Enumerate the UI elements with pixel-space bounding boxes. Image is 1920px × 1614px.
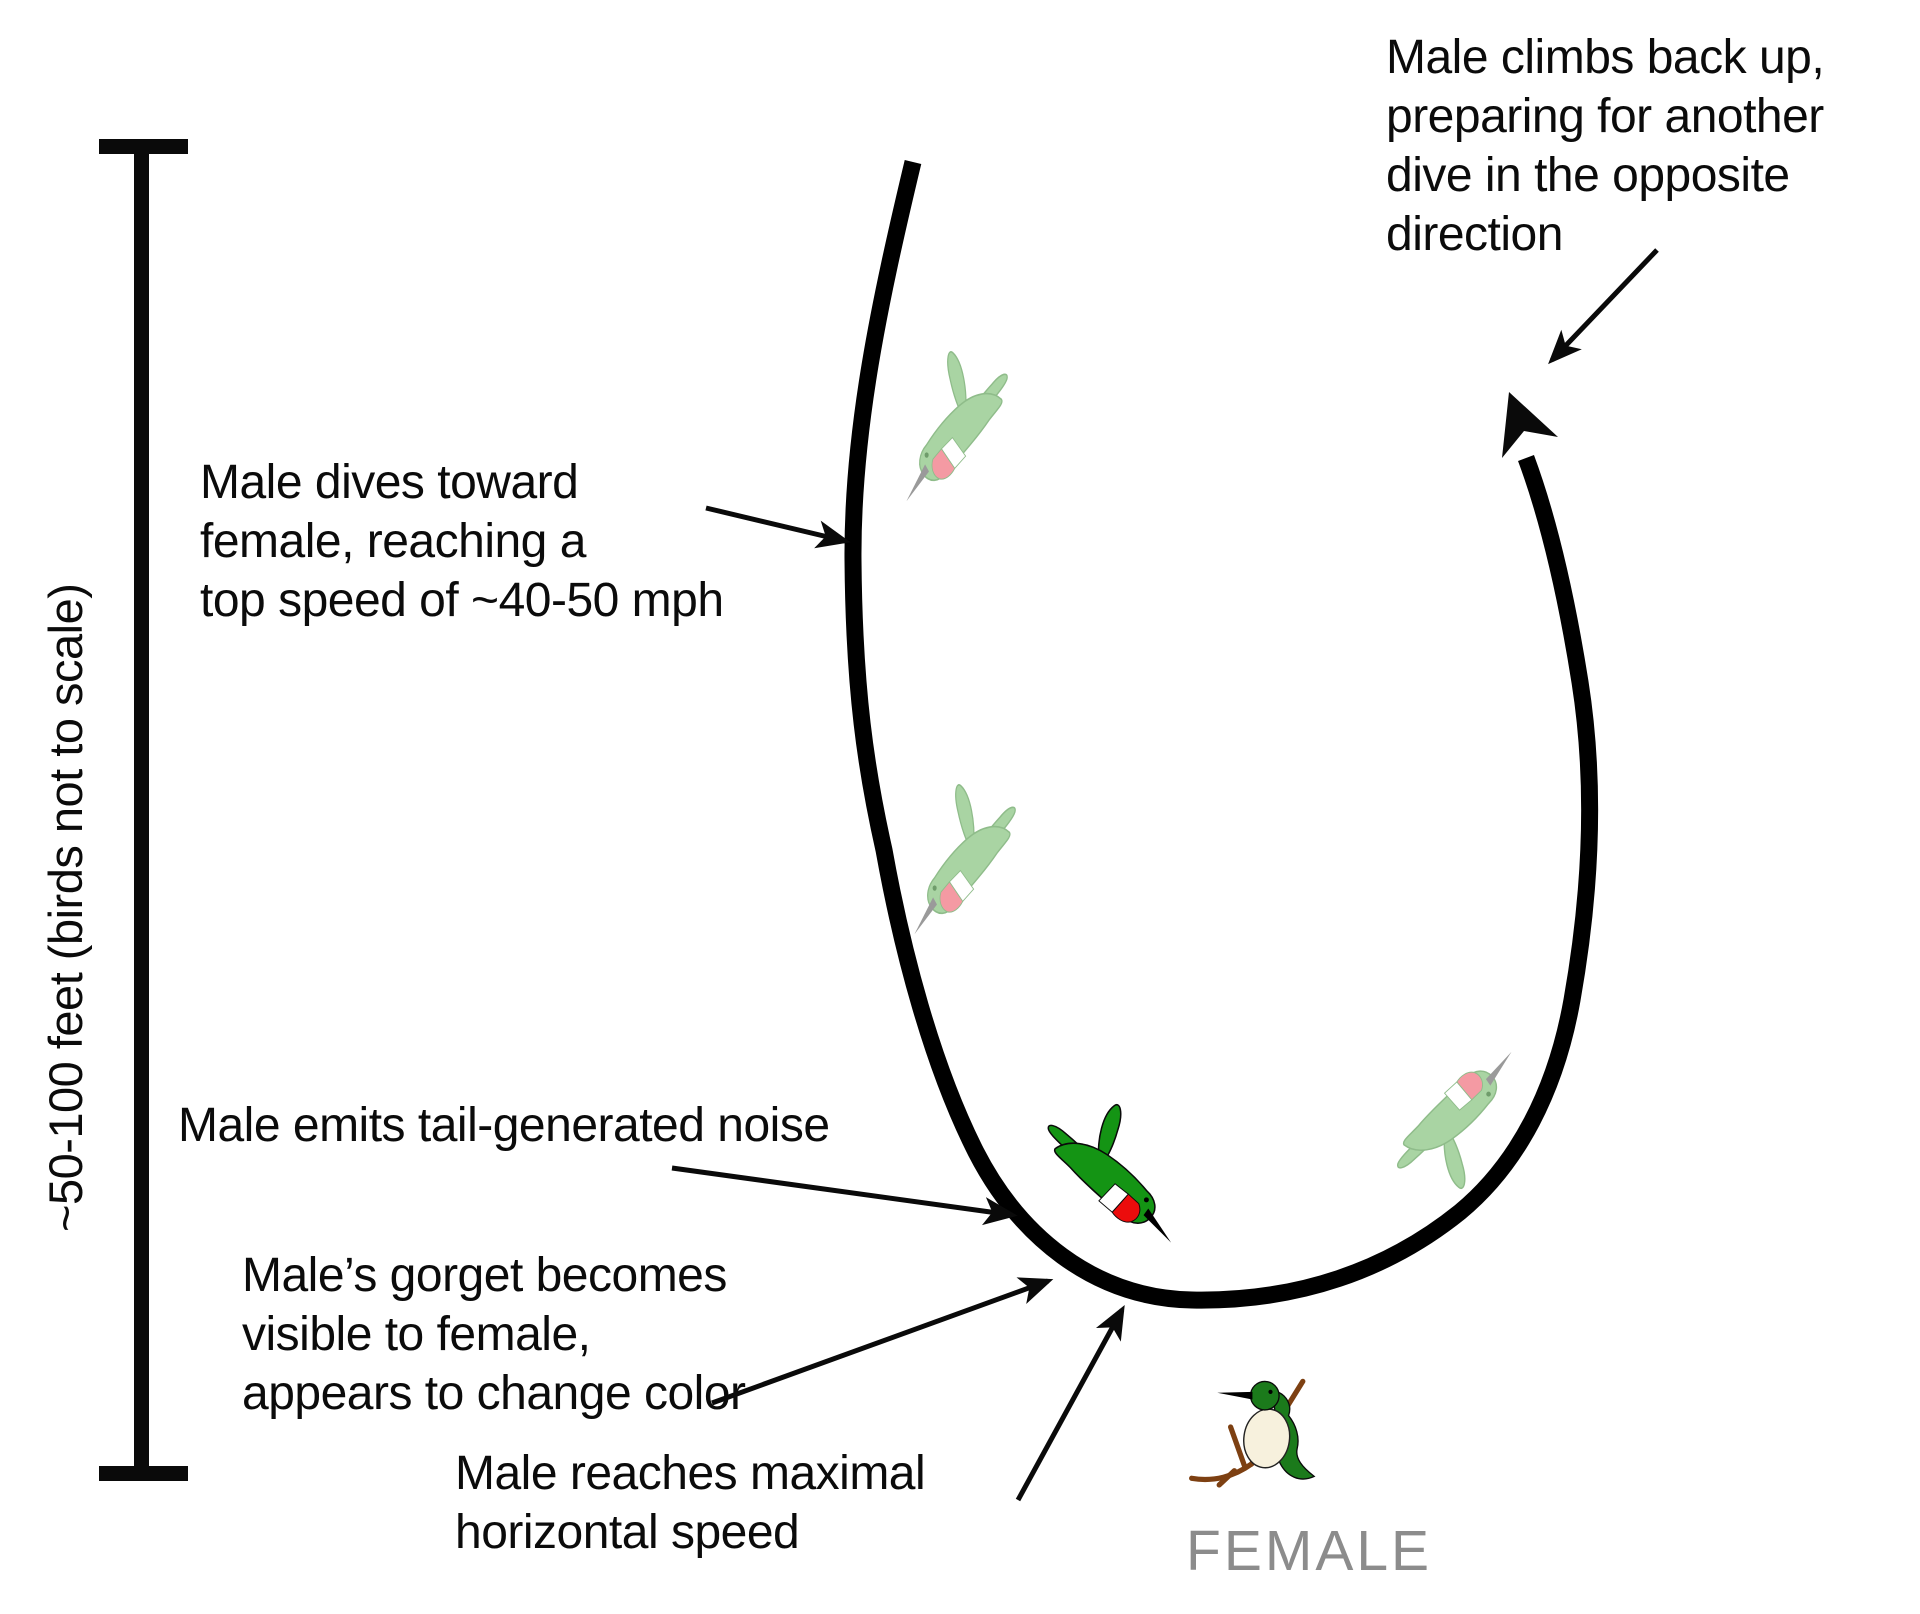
annotation-gorget: Male’s gorget becomes visible to female,…: [242, 1249, 746, 1421]
scale-bar-line: [134, 146, 149, 1476]
annotation-dive: Male dives toward female, reaching a top…: [200, 456, 724, 628]
female-head: [1249, 1380, 1280, 1411]
scale-bar-label: ~50-100 feet (birds not to scale): [39, 583, 92, 1232]
speed-arrow-icon: [1015, 1305, 1125, 1502]
scale-bar: [99, 139, 188, 1481]
climb-arrow-icon: [1548, 248, 1659, 365]
annotation-climb: Male climbs back up, preparing for anoth…: [1386, 31, 1825, 262]
female-hummingbird-perched-icon: [1189, 1378, 1316, 1488]
male-hummingbird-diving-icon: [1048, 1104, 1172, 1243]
dive-arrow-icon: [705, 505, 851, 549]
faded-hummingbird-diving-middle-icon: [914, 784, 1016, 935]
dive-path: [844, 160, 1599, 1309]
scale-bar-bottom-cap: [99, 1466, 188, 1481]
female-beak: [1217, 1391, 1253, 1400]
gorget-arrow-icon: [711, 1277, 1054, 1406]
annotation-speed: Male reaches maximal horizontal speed: [455, 1447, 926, 1560]
female-label: FEMALE: [1186, 1519, 1433, 1583]
noise-arrow-icon: [671, 1165, 1018, 1226]
faded-hummingbird-diving-top-icon: [906, 351, 1008, 502]
dive-path-arrowhead-icon: [1502, 392, 1558, 458]
female-eye: [1268, 1389, 1273, 1394]
annotation-noise: Male emits tail-generated noise: [178, 1099, 830, 1152]
